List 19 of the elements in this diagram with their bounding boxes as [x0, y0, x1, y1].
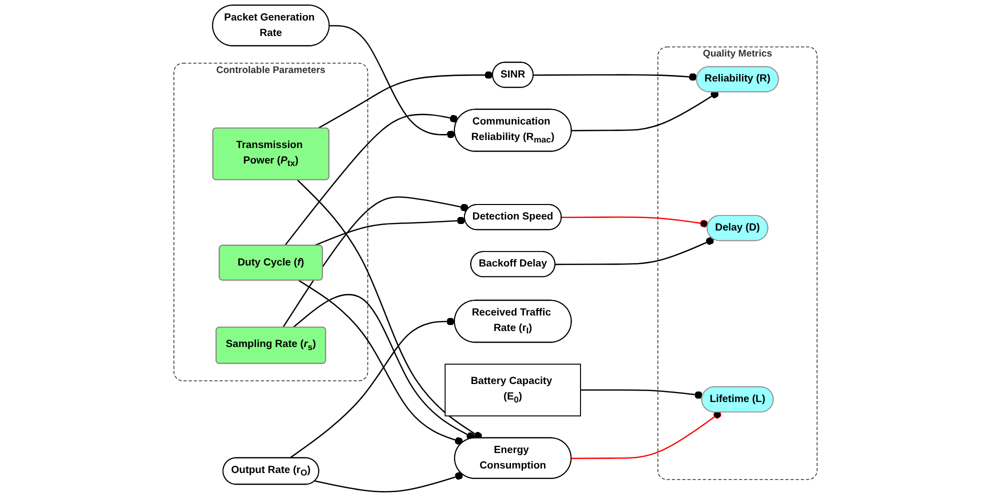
connector [571, 410, 722, 460]
cluster [658, 46, 818, 480]
connector [297, 180, 482, 440]
connector [314, 472, 464, 492]
connector [318, 71, 493, 129]
connector [298, 280, 463, 445]
connector [284, 114, 458, 246]
connector [282, 196, 469, 328]
connector [533, 73, 698, 81]
connector [562, 216, 708, 228]
connector [292, 294, 475, 440]
connector [290, 318, 455, 459]
cluster [174, 62, 368, 382]
connector [329, 25, 456, 138]
connector [580, 389, 703, 399]
connector [314, 216, 466, 246]
node-box [444, 364, 581, 416]
connector [572, 90, 719, 132]
connector [555, 237, 714, 266]
